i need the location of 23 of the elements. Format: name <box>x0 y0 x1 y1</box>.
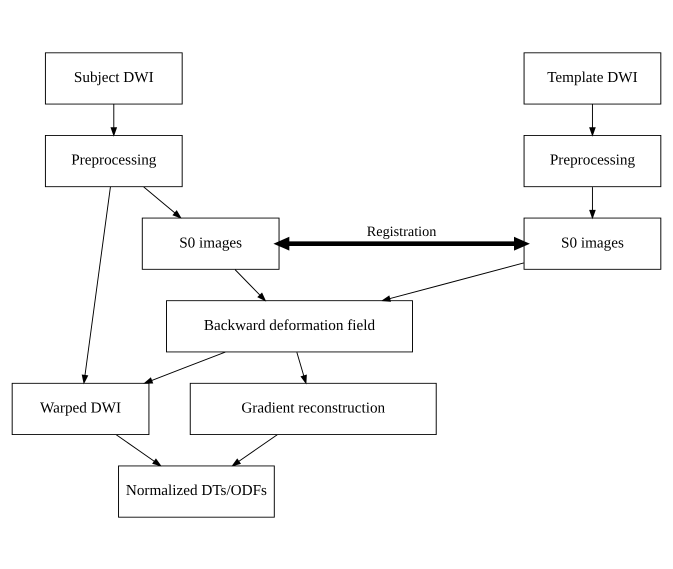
arrow <box>110 104 118 136</box>
arrow <box>589 104 596 136</box>
arrow <box>589 186 596 219</box>
arrow <box>380 262 524 302</box>
node-box: Normalized DTs/ODFs <box>118 464 275 518</box>
node-box: Template DWI <box>524 52 662 104</box>
arrow <box>116 434 162 466</box>
node-box: Warped DWI <box>12 382 150 435</box>
node-box: Backward deformation field <box>166 300 413 352</box>
arrow <box>296 351 307 384</box>
edge-label: Registration <box>366 224 436 240</box>
node-box: Preprocessing <box>44 134 183 187</box>
node-box: Gradient reconstruction <box>190 382 437 435</box>
node-box: Subject DWI <box>44 52 183 104</box>
arrow <box>234 268 266 302</box>
node-box: S0 images <box>524 217 662 270</box>
arrow <box>143 351 226 384</box>
arrow <box>82 186 111 384</box>
arrow <box>143 186 182 218</box>
arrow <box>231 434 278 466</box>
node-box: Preprocessing <box>524 134 662 187</box>
arrow <box>273 236 530 250</box>
node-box: S0 images <box>142 217 280 270</box>
